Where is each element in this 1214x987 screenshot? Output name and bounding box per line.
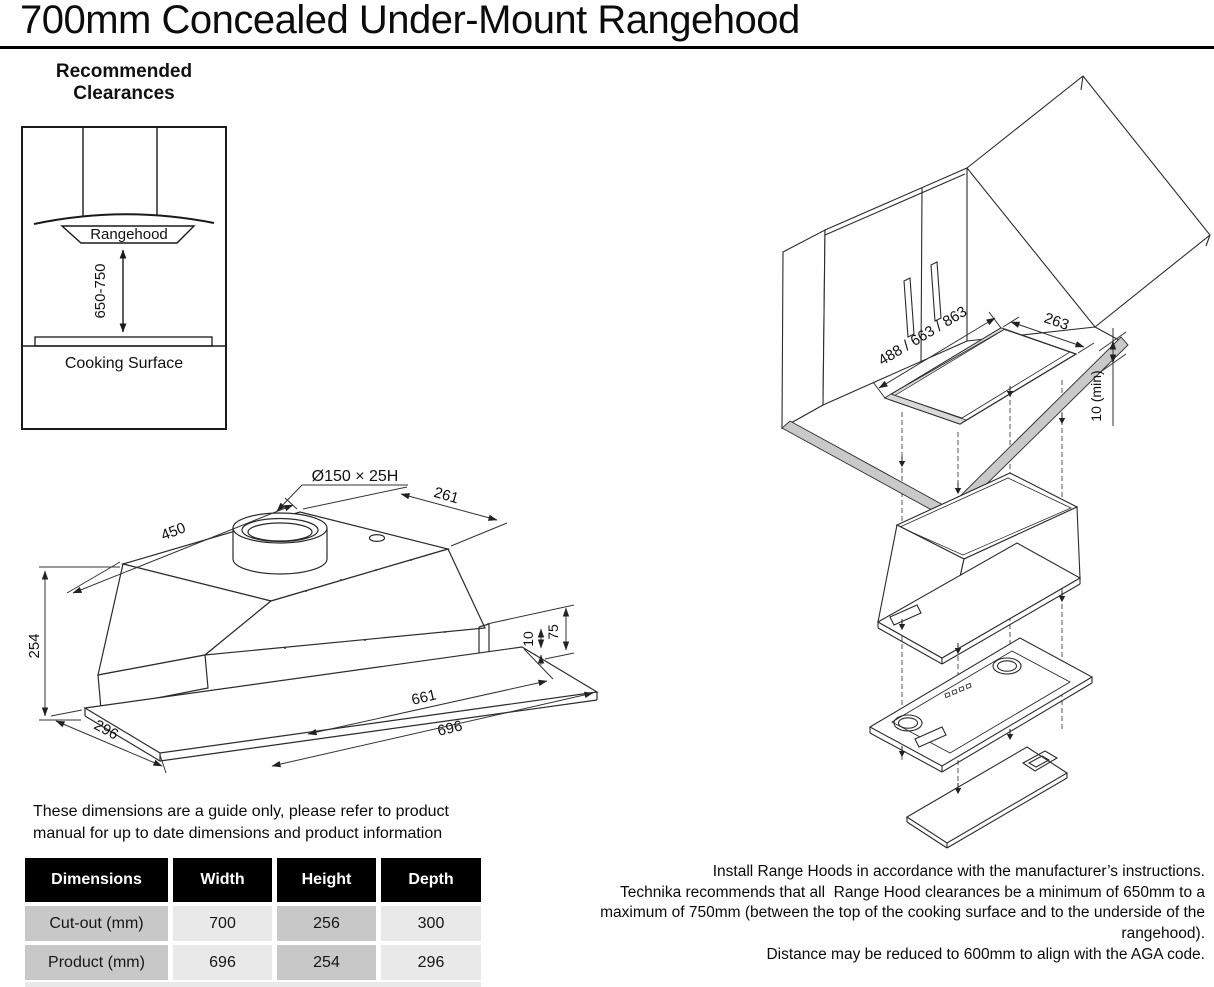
panel-bracket xyxy=(914,726,947,748)
dim-min-clearance: 10 (min) xyxy=(1088,370,1104,421)
canopy-curve xyxy=(33,213,215,225)
clearances-box xyxy=(21,126,227,430)
dimension-lines xyxy=(39,484,594,774)
screws xyxy=(898,386,1066,795)
screw-dots xyxy=(284,559,446,649)
installation-note-line5: Distance may be reduced to 600mm to alig… xyxy=(766,945,1205,963)
page-title: 700mm Concealed Under-Mount Rangehood xyxy=(20,0,800,42)
clearances-heading-line1: Recommended xyxy=(55,61,193,82)
filter-recess xyxy=(891,650,1071,754)
cabinet xyxy=(781,75,1211,521)
filter-panel xyxy=(905,746,1069,849)
dim-duct-label: Ø150 × 25H xyxy=(312,468,399,485)
dim-696: 696 xyxy=(436,718,464,740)
dimensions-table: Dimensions Width Height Depth Cut-out (m… xyxy=(25,858,481,980)
installation-note: Install Range Hoods in accordance with t… xyxy=(485,862,1205,966)
table-cell-product-depth: 296 xyxy=(381,945,481,980)
cooktop-slab xyxy=(34,336,213,347)
cabinet-front-rail xyxy=(781,420,957,521)
latch-inner xyxy=(1027,755,1051,768)
table-cell-cutout-width: 700 xyxy=(173,906,272,941)
table-cell-cutout-height: 256 xyxy=(277,906,376,941)
latch-outer xyxy=(1021,750,1059,772)
table-header-height: Height xyxy=(277,858,376,902)
hood-unit xyxy=(876,472,1082,665)
table-cell-cutout-depth: 300 xyxy=(381,906,481,941)
table-cell-product-label: Product (mm) xyxy=(25,945,168,980)
hood-front-face xyxy=(203,548,486,656)
dimensions-note-line1: These dimensions are a guide only, pleas… xyxy=(33,803,449,820)
table-cell-product-width: 696 xyxy=(173,945,272,980)
table-bottom-strip xyxy=(25,982,481,987)
dim-661: 661 xyxy=(410,687,438,709)
product-dimension-drawing: Ø150 × 25H 450 261 254 296 661 696 10 75 xyxy=(26,468,599,774)
hood-base-plate xyxy=(876,542,1082,665)
dim-75: 75 xyxy=(545,624,561,640)
dim-450: 450 xyxy=(159,519,188,544)
mount-hole xyxy=(368,533,386,542)
installation-note-line3: maximum of 750mm (between the top of the… xyxy=(600,904,1205,922)
dimensions-note: These dimensions are a guide only, pleas… xyxy=(33,801,503,844)
dim-254: 254 xyxy=(26,633,43,658)
hood-left-foot xyxy=(97,654,209,710)
lamp-left xyxy=(893,714,923,732)
cabinet-left-gable xyxy=(781,229,826,429)
table-header-depth: Depth xyxy=(381,858,481,902)
dim-cutout-depth: 263 xyxy=(1042,310,1071,334)
clearances-diagram: Rangehood 650-750 Cooking Surface xyxy=(21,126,227,430)
installation-note-line4: rangehood). xyxy=(1121,925,1205,943)
installation-note-line2: Technika recommends that all Range Hood … xyxy=(620,883,1205,901)
table-cell-product-height: 254 xyxy=(277,945,376,980)
rangehood-shape xyxy=(60,225,196,244)
dimensions-note-line2: manual for up to date dimensions and pro… xyxy=(33,824,443,842)
cooking-surface-label: Cooking Surface xyxy=(65,355,183,372)
dim-261: 261 xyxy=(432,484,461,507)
cutout-dimensions xyxy=(872,311,1127,426)
chimney xyxy=(82,128,158,216)
hood-bracket xyxy=(889,604,922,626)
rangehood-label: Rangehood xyxy=(90,226,168,243)
table-header-width: Width xyxy=(173,858,272,902)
clearance-range-label: 650-750 xyxy=(92,263,109,318)
clearances-heading: Recommended Clearances xyxy=(21,61,227,105)
table-header-dimensions: Dimensions xyxy=(25,858,168,902)
lamp-right xyxy=(992,657,1022,675)
dim-10: 10 xyxy=(520,631,536,647)
installation-note-line1: Install Range Hoods in accordance with t… xyxy=(712,863,1205,880)
lamp-panel xyxy=(868,637,1094,773)
title-divider xyxy=(0,46,1214,49)
cabinet-right-gable xyxy=(966,75,1211,328)
table-cell-cutout-label: Cut-out (mm) xyxy=(25,906,168,941)
control-buttons xyxy=(944,682,972,699)
clearances-heading-line2: Clearances xyxy=(73,83,175,104)
installation-exploded-view: 488 / 663 / 863 263 10 (min) xyxy=(781,75,1211,849)
